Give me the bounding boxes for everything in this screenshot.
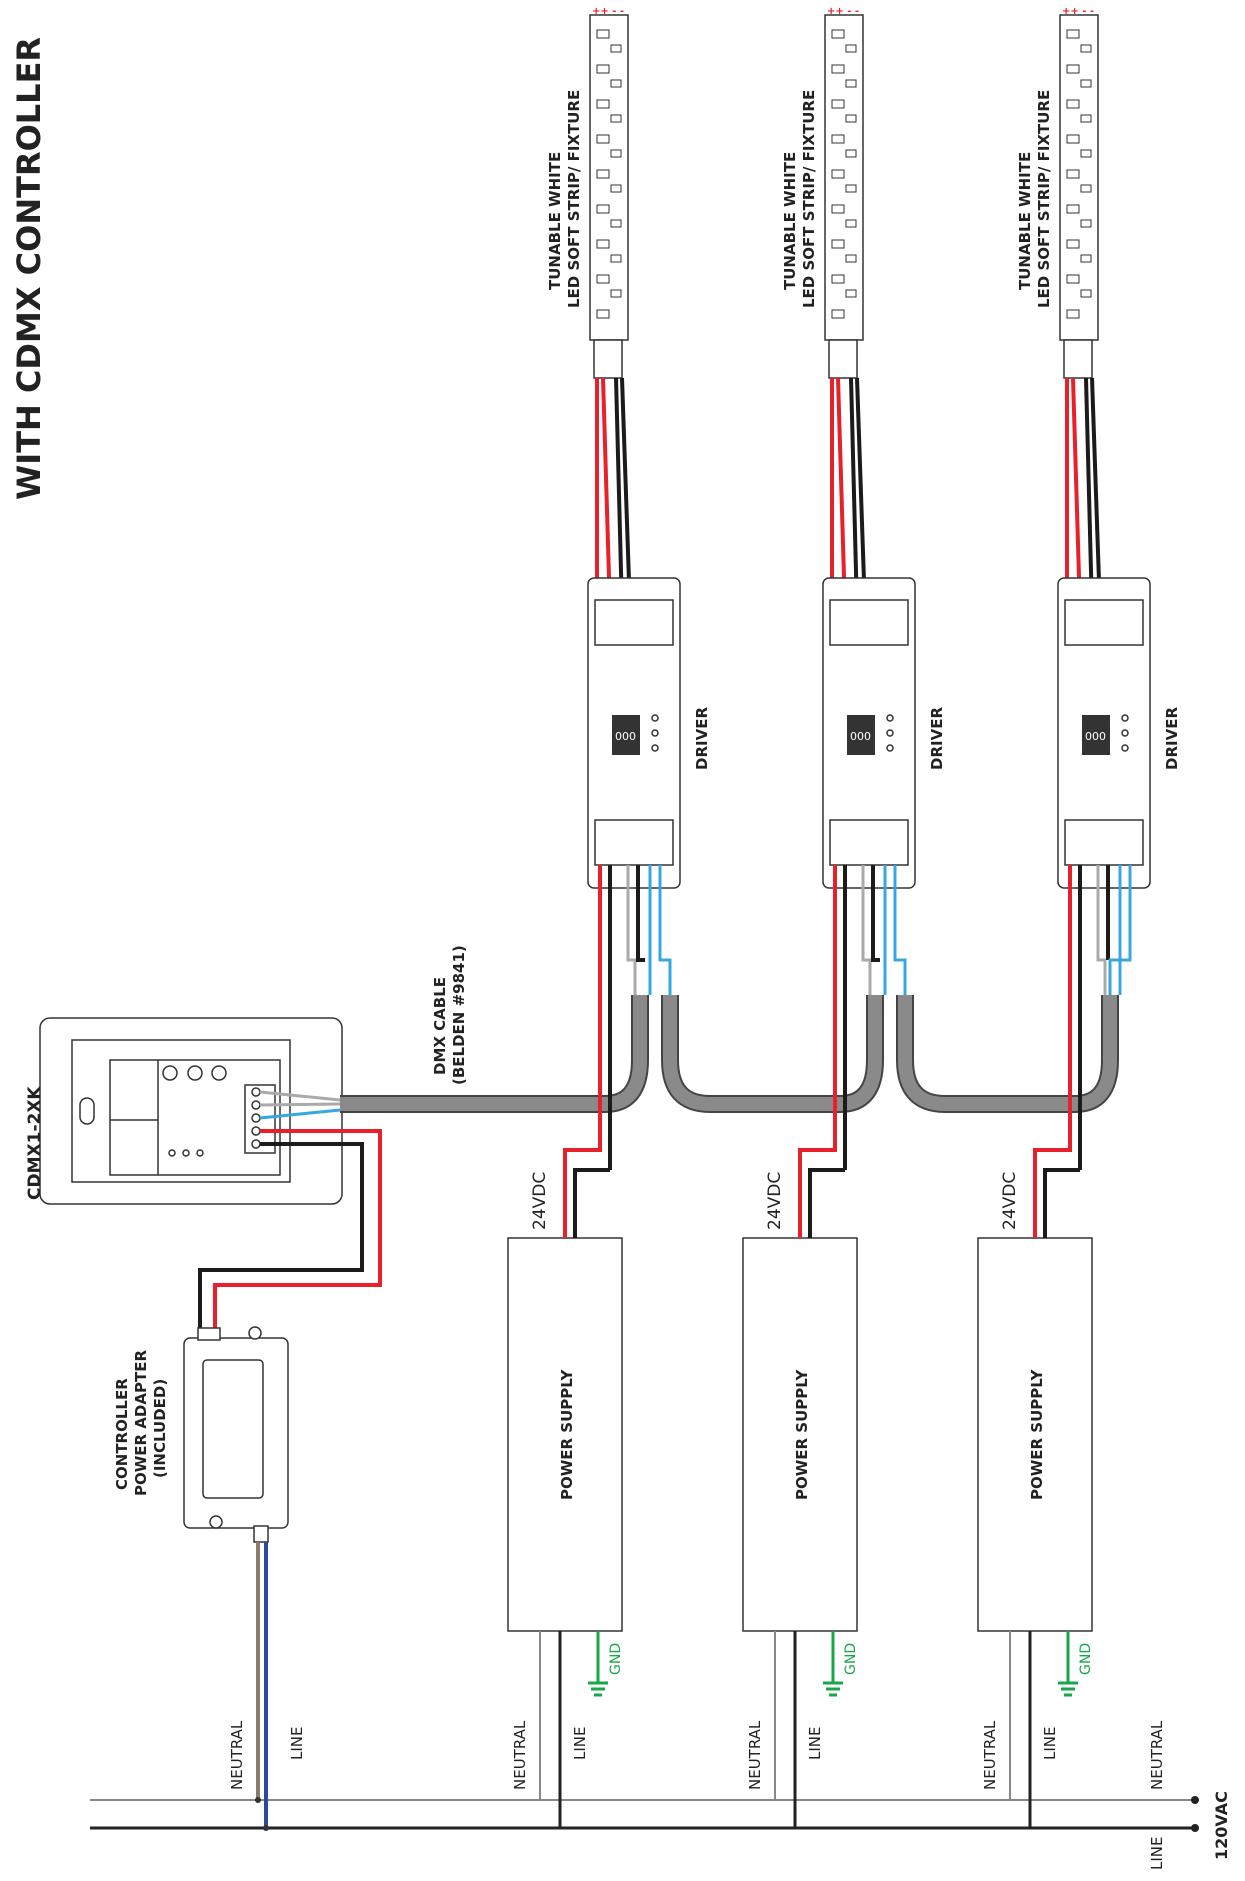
adapter-neutral-label: NEUTRAL (228, 1720, 246, 1790)
psu-line: LINE (1041, 1727, 1059, 1760)
dmx-cable: DMX CABLE (BELDEN #9841) (340, 945, 1119, 1113)
bus-neutral-label: NEUTRAL (1148, 1720, 1166, 1790)
psu-voltage: 24VDC (530, 1172, 550, 1230)
psu-neutral: NEUTRAL (981, 1720, 999, 1790)
adapter-line-label: LINE (288, 1727, 306, 1760)
strip-label-line2: LED SOFT STRIP/ FIXTURE (1035, 90, 1053, 308)
channel-2: ++ - - TUNABLE WHITE LED SOFT STRIP/ FIX… (742, 6, 946, 1828)
strip-label-line1: TUNABLE WHITE (781, 152, 799, 290)
controller-wall-plate: CDMX1-2XK (25, 1017, 343, 1205)
svg-text:++ - -: ++ - - (592, 6, 624, 17)
psu-line: LINE (806, 1727, 824, 1760)
supply-voltage-label: 120VAC (1212, 1791, 1231, 1860)
driver-display: 000 (1085, 730, 1106, 743)
driver-label: DRIVER (1163, 707, 1181, 770)
psu-neutral: NEUTRAL (511, 1720, 529, 1790)
diagram-title: WITH CDMX CONTROLLER (10, 37, 48, 500)
channel-3: ++ - - TUNABLE WHITE LED SOFT STRIP/ FIX… (977, 6, 1181, 1828)
psu-line: LINE (571, 1727, 589, 1760)
adapter-label-line1: CONTROLLER (113, 1378, 131, 1490)
strip-label-line1: TUNABLE WHITE (1016, 152, 1034, 290)
strip-label-line1: TUNABLE WHITE (546, 152, 564, 290)
psu-voltage: 24VDC (1000, 1172, 1020, 1230)
adapter-label-line2: POWER ADAPTER (132, 1350, 150, 1496)
strip-label-line2: LED SOFT STRIP/ FIXTURE (800, 90, 818, 308)
driver-label: DRIVER (928, 707, 946, 770)
svg-text:++ - -: ++ - - (827, 6, 859, 17)
bus-line-label: LINE (1148, 1837, 1166, 1870)
dmx-cable-label-line2: (BELDEN #9841) (450, 945, 468, 1085)
adapter-label-line3: (INCLUDED) (151, 1379, 169, 1478)
psu-label: POWER SUPPLY (1028, 1368, 1046, 1500)
psu-gnd: GND (608, 1643, 624, 1675)
ac-mains-bus: NEUTRAL LINE 120VAC (90, 1720, 1231, 1870)
psu-label: POWER SUPPLY (558, 1368, 576, 1500)
channel-1: ++ - - TUNABLE WHITE LED SOFT STRIP/ FIX… (507, 6, 711, 1828)
psu-neutral: NEUTRAL (746, 1720, 764, 1790)
psu-label: POWER SUPPLY (793, 1368, 811, 1500)
driver-display: 000 (615, 730, 636, 743)
psu-voltage: 24VDC (765, 1172, 785, 1230)
driver-display: 000 (850, 730, 871, 743)
controller-power-adapter: CONTROLLER POWER ADAPTER (INCLUDED) NEUT… (113, 1326, 306, 1831)
driver-label: DRIVER (693, 707, 711, 770)
psu-gnd: GND (1078, 1643, 1094, 1675)
svg-text:++ - -: ++ - - (1062, 6, 1094, 17)
strip-label-line2: LED SOFT STRIP/ FIXTURE (565, 90, 583, 308)
controller-label: CDMX1-2XK (25, 1086, 45, 1200)
psu-gnd: GND (843, 1643, 859, 1675)
dmx-cable-label-line1: DMX CABLE (431, 977, 449, 1075)
